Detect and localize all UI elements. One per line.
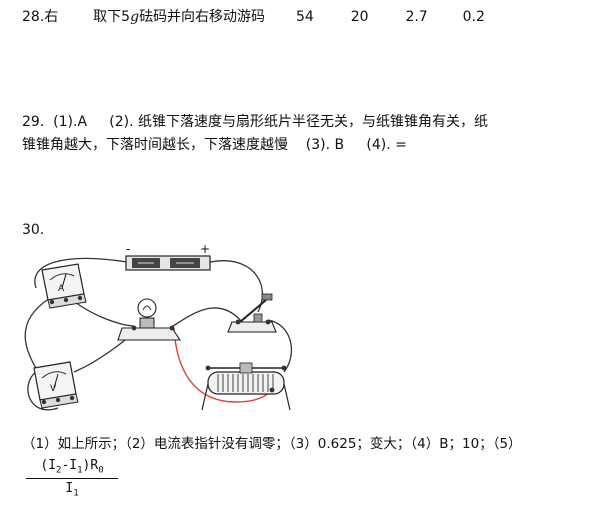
switch (227, 293, 277, 333)
q28-answer-3: 54 (295, 9, 314, 25)
q28-line: 28.右 取下5g砝码并向右移动游码 54 20 2.7 0.2 (22, 6, 485, 26)
wire-voltmeter-return (27, 371, 59, 411)
q30-number: 30. (22, 222, 45, 238)
q28-answer-2: 取下 (93, 9, 122, 25)
q28-answer-4: 20 (350, 9, 369, 25)
rheostat (201, 362, 291, 411)
q28-mass: 5 (121, 9, 131, 25)
q28-unit: g (130, 9, 140, 25)
wire-battery-to-switch (209, 260, 263, 313)
q29-line-1: 29. (1).A (2). 纸锥下落速度与扇形纸片半径无关，与纸锥锥角有关，纸 (22, 114, 489, 130)
circuit-diagram: - + A V (24, 244, 293, 411)
voltmeter: V (33, 361, 79, 409)
q29-line-2: 锥锥角越大，下落时间越长，下落速度越慢 (3). B (4). = (22, 137, 407, 153)
added-red-wire (173, 327, 273, 403)
wire-switch-to-rheostat (267, 319, 293, 373)
wire-ammeter-to-voltmeter (24, 297, 51, 373)
battery-plus-label: + (200, 244, 210, 256)
ammeter: A (41, 263, 87, 309)
wire-battery-to-ammeter (34, 257, 128, 289)
q28-number: 28. (22, 9, 45, 25)
bulb-holder (117, 298, 182, 341)
q30-answer-line: （1）如上所示；（2）电流表指针没有调零；（3）0.625；变大；（4）B；10… (22, 436, 522, 452)
q28-answer-2b: 砝码并向右移动游码 (139, 9, 266, 25)
q28-answer-5: 2.7 (405, 9, 428, 25)
q28-answer-6: 0.2 (462, 9, 485, 25)
voltmeter-label: V (50, 384, 57, 394)
formula-numerator: (I2-I1)R0 (26, 458, 118, 479)
formula-denominator: I1 (65, 480, 79, 499)
battery-minus-label: - (126, 244, 130, 256)
q30-formula: (I2-I1)R0 I1 (26, 458, 118, 498)
q28-answer-1: 右 (44, 9, 59, 25)
ammeter-label: A (58, 284, 65, 294)
wire-bulb-to-switch (169, 307, 243, 329)
battery-pack: - + (125, 244, 211, 271)
